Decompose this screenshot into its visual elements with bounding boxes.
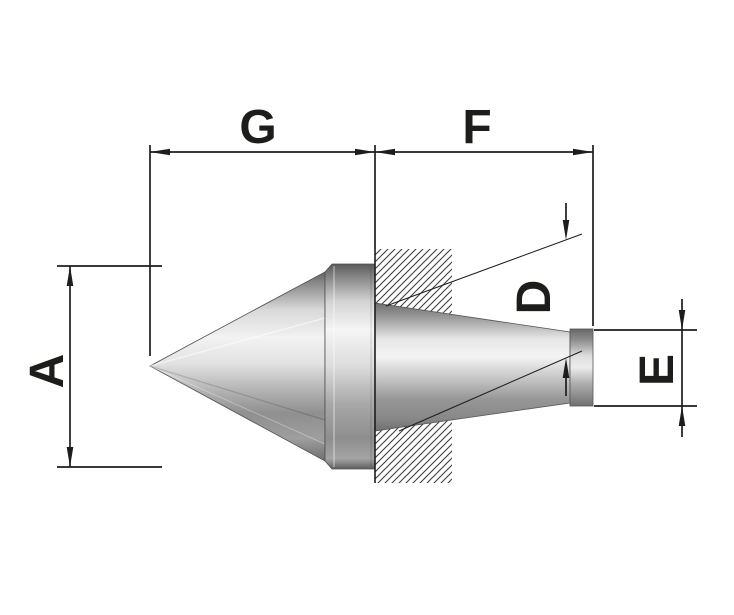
section-hatch-bottom <box>375 420 452 483</box>
arrow-a-bottom <box>66 447 74 467</box>
taper-shank <box>374 302 571 432</box>
part-geometry <box>149 249 594 483</box>
arrow-e-top <box>678 310 686 330</box>
dimension-label-d: D <box>508 280 561 315</box>
taper-extension-line-top <box>385 233 583 307</box>
dimension-label-a: A <box>21 354 74 389</box>
body-collar <box>324 263 376 470</box>
section-hatch-top <box>375 249 452 314</box>
arrow-g-right <box>355 148 375 156</box>
dimension-label-g: G <box>239 101 276 154</box>
cone-lower-highlight-streak <box>149 365 326 445</box>
taper-construction-lines <box>385 233 583 432</box>
arrow-d-bottom <box>562 358 570 378</box>
dimension-lines <box>57 145 697 468</box>
dimension-labels: G F A D E <box>21 101 684 388</box>
taper-extension-line-bottom <box>398 350 583 432</box>
dimension-label-f: F <box>462 101 491 154</box>
arrow-f-left <box>375 148 395 156</box>
arrow-g-left <box>150 148 170 156</box>
arrow-e-bottom <box>678 406 686 426</box>
dimension-arrowheads <box>66 148 686 467</box>
arrow-d-top <box>562 220 570 240</box>
arrow-a-top <box>66 266 74 286</box>
shank-end-cylinder <box>569 328 594 407</box>
cone-highlight-streak <box>149 317 326 367</box>
dimension-label-e: E <box>631 354 684 386</box>
cone-shadow-streak <box>149 365 326 421</box>
arrow-f-right <box>573 148 593 156</box>
